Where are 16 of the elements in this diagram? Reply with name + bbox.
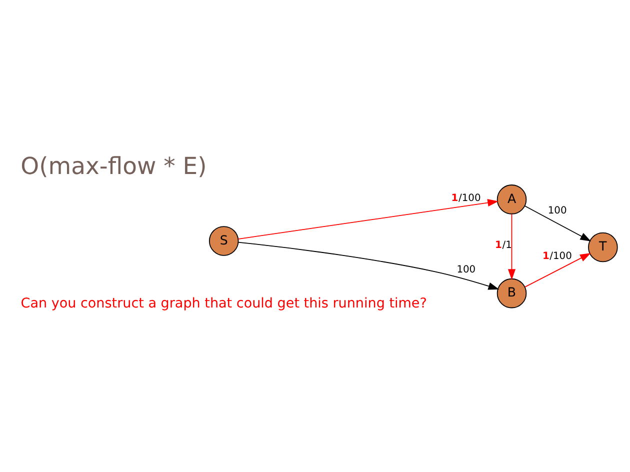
node-circle: T — [588, 232, 618, 262]
edge-label: 1/100 — [451, 193, 481, 204]
node-circle: B — [496, 278, 527, 308]
edge-label: 1/100 — [542, 250, 572, 262]
node-circle: S — [208, 226, 239, 256]
node-circle: A — [496, 184, 527, 214]
arrow — [508, 214, 516, 280]
edge-label: 100 — [548, 206, 567, 217]
arrow — [238, 199, 498, 240]
arrow — [524, 205, 592, 242]
diagram-title: O(max-flow * E) — [20, 152, 207, 180]
arrow — [524, 253, 591, 288]
arrow — [238, 242, 500, 290]
label: Can you construct a graph that could get this running time? — [20, 295, 427, 312]
edge-label: 100 — [456, 264, 476, 276]
edge-label: 1/1 — [495, 240, 512, 252]
